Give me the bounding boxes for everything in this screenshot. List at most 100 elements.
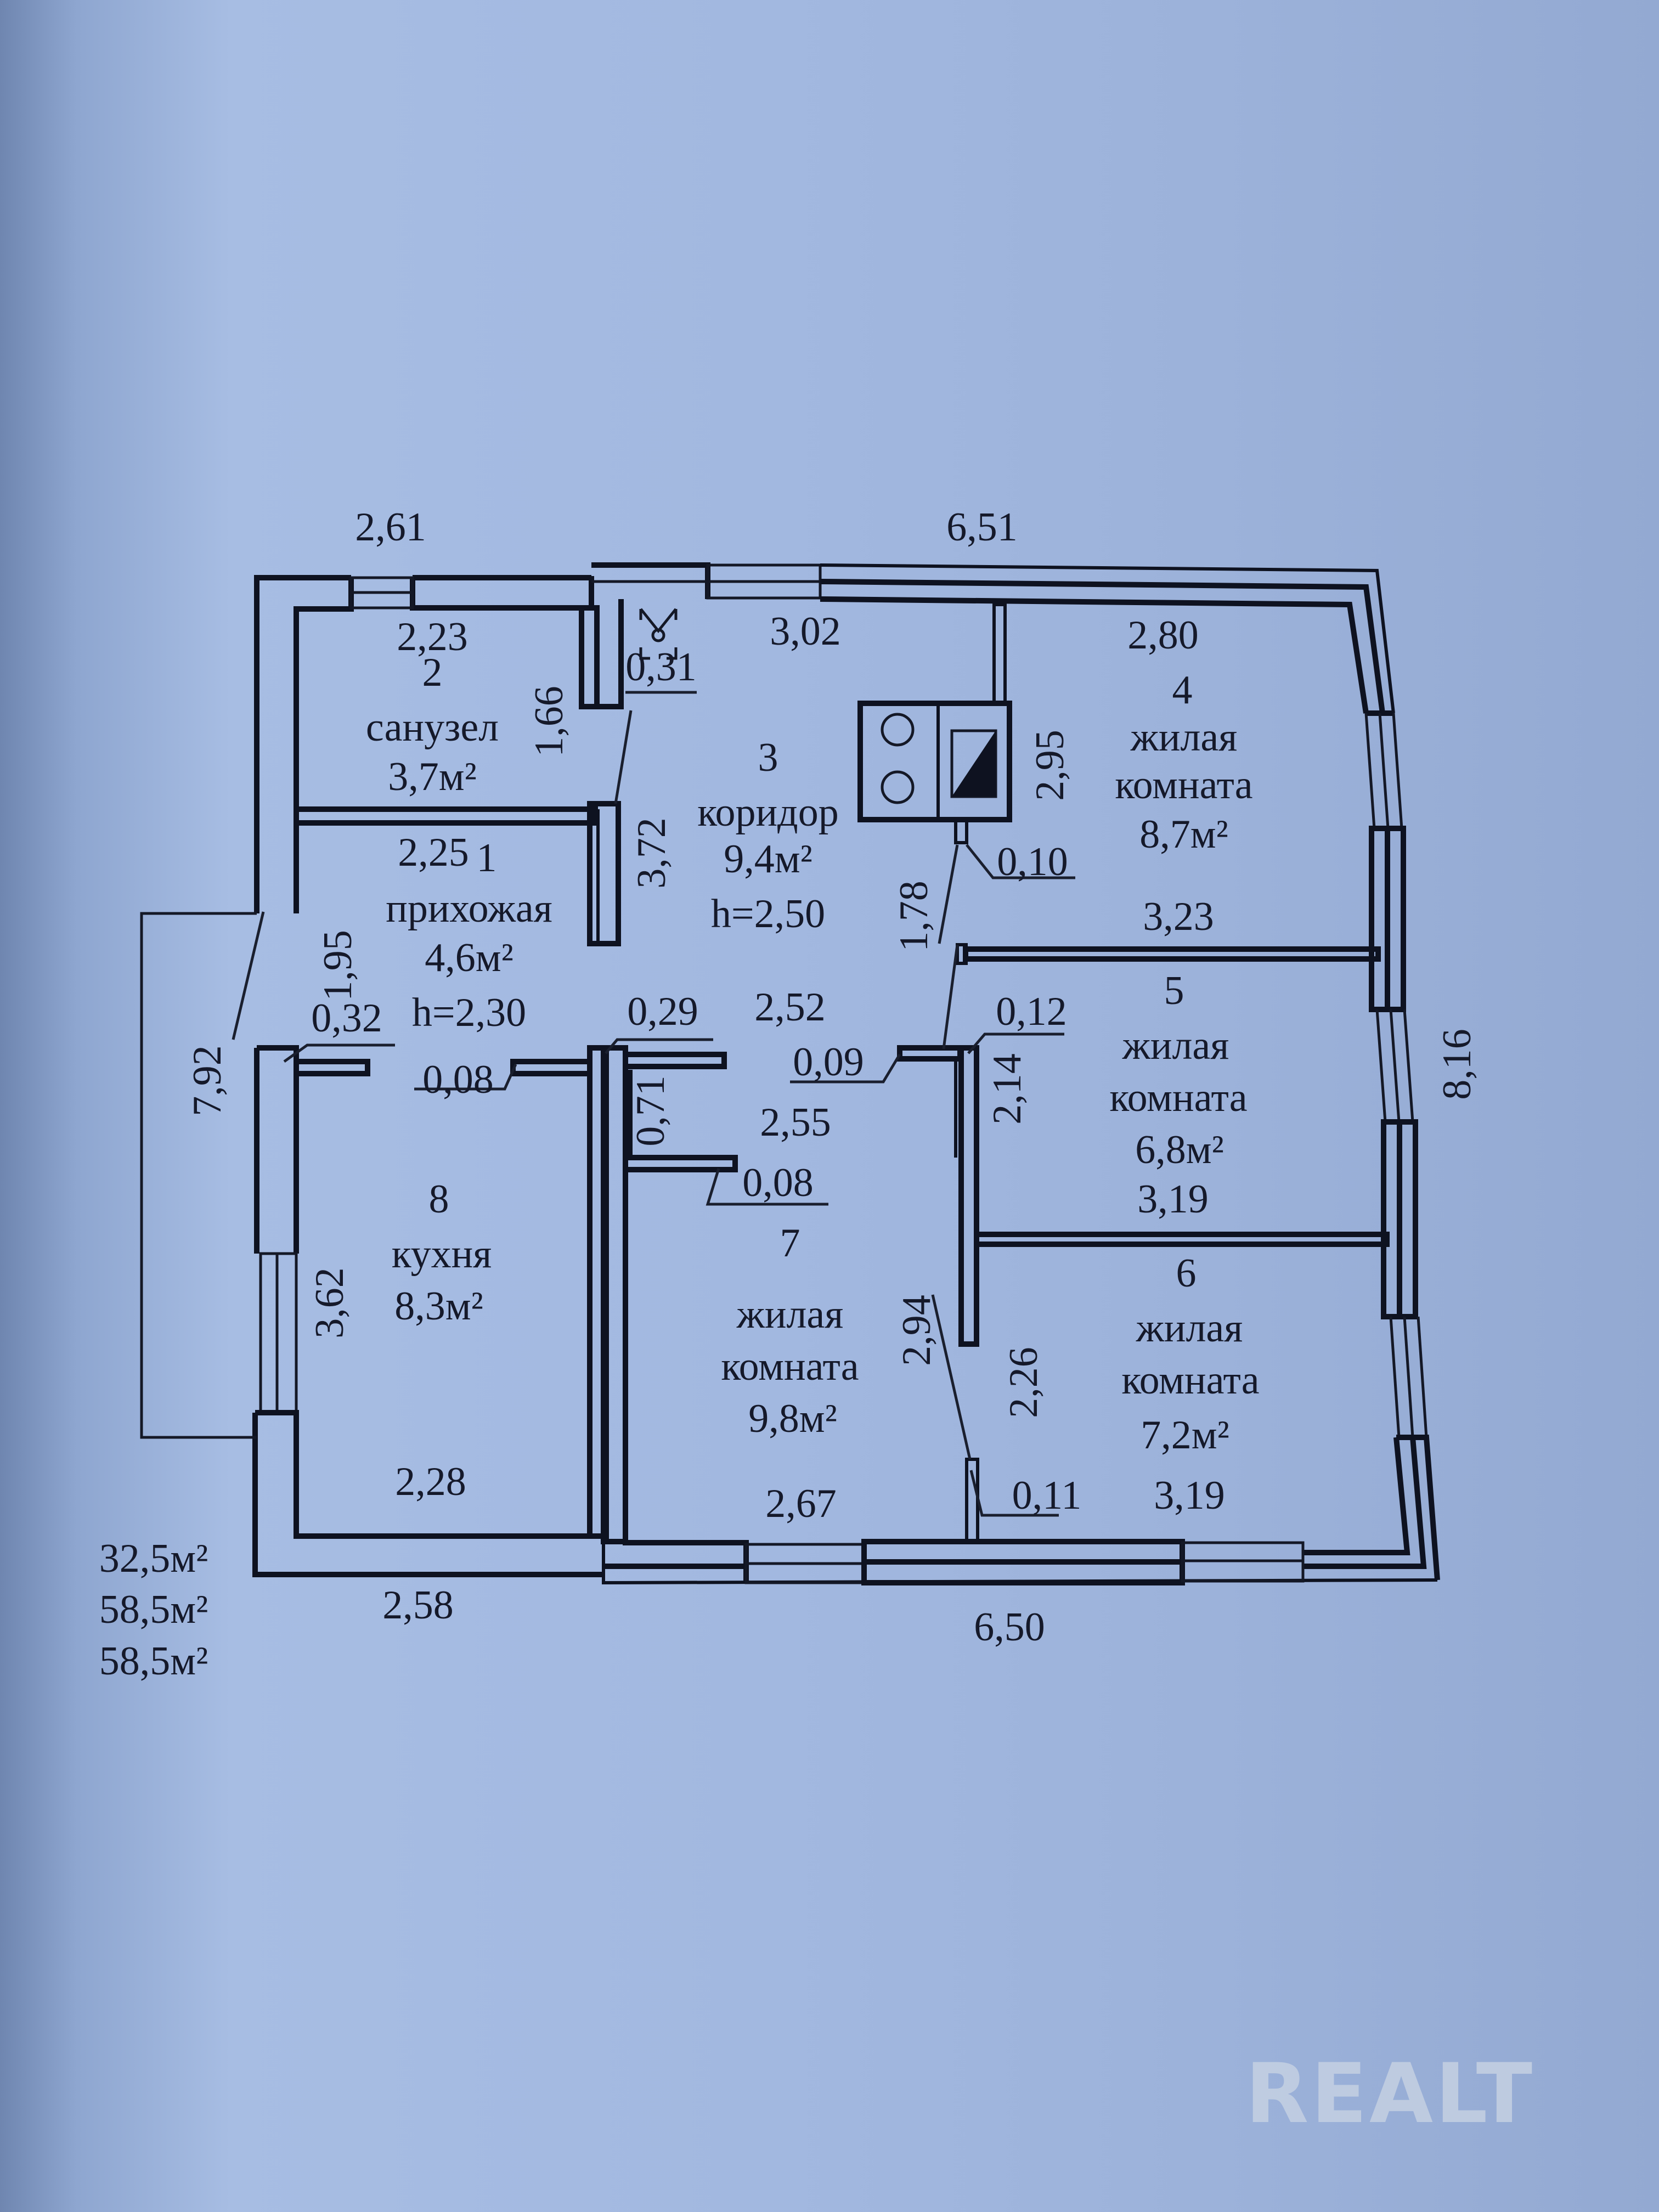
room-5-name-2: комната <box>1109 1075 1247 1120</box>
outer-wall-top-right-inner <box>820 596 1369 714</box>
room-5-area: 6,8м² <box>1135 1127 1224 1172</box>
outer-wall-top-mid <box>410 576 594 611</box>
room-7-top-dim: 2,55 <box>760 1100 831 1145</box>
room-3-height: h=2,50 <box>711 891 825 936</box>
room-1-number: 1 <box>477 836 497 881</box>
dim-left: 7,92 <box>185 1045 230 1116</box>
room-7-name-1: жилая <box>736 1292 844 1337</box>
partition-side-dim: 0,71 <box>628 1075 673 1147</box>
room-4-area: 8,7м² <box>1139 812 1228 857</box>
room-3-corridor: 3,02 3 коридор 9,4м² h=2,50 3,72 1,78 0,… <box>629 609 1068 952</box>
outer-wall-top-left <box>254 575 351 913</box>
room-7-living: 2,52 2,55 7 жилая комната 9,8м² 2,67 2,9… <box>627 985 939 1526</box>
wall-room4-room5 <box>963 946 1381 962</box>
room-2-width: 2,23 <box>397 614 468 659</box>
wall-hall-kitchen-left <box>294 1059 370 1076</box>
room-1-hall: 2,25 1 прихожая 4,6м² h=2,30 1,95 0,32 0… <box>311 830 552 1102</box>
room-5-name-1: жилая <box>1122 1023 1229 1068</box>
room-4-name-2: комната <box>1115 763 1252 808</box>
room5-door-dim: 0,12 <box>996 989 1067 1034</box>
room-5-depth: 2,14 <box>985 1053 1030 1125</box>
dim-top-right: 6,51 <box>946 505 1018 550</box>
stove-len-dim: 1,78 <box>891 881 936 952</box>
burner-icon <box>881 713 915 747</box>
room-7-number: 7 <box>780 1221 800 1266</box>
room-7-corridor-dim: 2,52 <box>754 985 826 1030</box>
room-4-number: 4 <box>1172 668 1193 713</box>
room-7-width: 2,67 <box>765 1481 837 1526</box>
room-5-bottom: 3,19 <box>1137 1177 1209 1222</box>
room-8-area: 8,3м² <box>394 1284 483 1329</box>
hall-door-right-dim: 0,08 <box>422 1057 494 1102</box>
room-4-depth: 2,95 <box>1028 730 1073 801</box>
room-6-name-1: жилая <box>1136 1306 1243 1351</box>
room-1-height: h=2,30 <box>412 990 526 1035</box>
room-3-depth: 3,72 <box>629 817 674 889</box>
wall-bathroom-hall <box>294 806 598 826</box>
room-4-width: 2,80 <box>1127 613 1199 658</box>
room-8-width: 2,28 <box>395 1459 466 1504</box>
wall-corridor-door <box>897 1045 963 1062</box>
room-8-number: 8 <box>429 1177 449 1222</box>
room-6-name-2: комната <box>1121 1358 1259 1403</box>
dim-bottom-right: 6,50 <box>974 1605 1045 1650</box>
room-5-living: 3,23 5 жилая комната 6,8м² 3,19 2,14 0,1… <box>985 894 1248 1222</box>
room-2-bathroom: 2,23 2 санузел 3,7м² 1,66 0,31 <box>366 614 697 799</box>
room-4-name-1: жилая <box>1130 715 1238 760</box>
leader-lines <box>232 691 1075 1517</box>
room-1-area: 4,6м² <box>425 935 514 980</box>
room-3-number: 3 <box>758 735 778 780</box>
drain-icon <box>639 608 678 660</box>
outer-wall-right <box>1303 710 1440 1581</box>
room-7-depth: 2,94 <box>894 1295 939 1366</box>
room-5-number: 5 <box>1164 968 1184 1013</box>
porch-outline <box>140 912 257 1439</box>
room-1-width: 2,25 <box>398 830 469 875</box>
room-2-name: санузел <box>366 705 499 750</box>
room-8-name: кухня <box>392 1232 492 1277</box>
room-6-area: 7,2м² <box>1141 1413 1229 1458</box>
wall-room5-left <box>958 1045 979 1347</box>
outer-walls <box>140 562 1440 1585</box>
room6-post-dim: 0,11 <box>1012 1473 1082 1518</box>
hall-door-left-dim: 0,32 <box>311 996 382 1041</box>
dim-bottom-left: 2,58 <box>382 1583 454 1628</box>
room-3-name: коридор <box>697 790 838 835</box>
room-7-area: 9,8м² <box>748 1396 837 1441</box>
wall-hall-kitchen-right <box>510 1059 592 1076</box>
room-8-depth: 3,62 <box>307 1267 352 1339</box>
dim-right: 8,16 <box>1435 1029 1480 1100</box>
total-area: 58,5м² <box>99 1587 208 1632</box>
wall-room7-left <box>601 1045 628 1544</box>
stove-post-dim: 0,10 <box>997 839 1068 884</box>
stove <box>857 603 1012 844</box>
room-2-number: 2 <box>422 650 443 695</box>
inner-walls <box>294 599 1390 1544</box>
wall-niche <box>597 599 624 709</box>
partition-top-dim: 0,29 <box>627 989 698 1034</box>
wall-room7-top-stub <box>623 1052 727 1069</box>
outer-wall-top-left-inner <box>294 578 354 913</box>
burner-icon <box>881 770 915 804</box>
room-3-width: 3,02 <box>770 609 841 654</box>
wall-room5-room6 <box>974 1232 1390 1247</box>
area-totals: 32,5м² 58,5м² 58,5м² <box>99 1536 208 1684</box>
room-2-area: 3,7м² <box>388 754 477 799</box>
room-6-living: 6 жилая комната 7,2м² 3,19 2,26 0,11 <box>1001 1251 1260 1518</box>
room-3-area: 9,4м² <box>724 837 812 882</box>
partition-bottom-dim: 0,08 <box>742 1160 814 1205</box>
outer-wall-top-right-mid <box>820 579 1385 714</box>
room-7-name-2: комната <box>721 1344 859 1389</box>
niche-dim: 0,31 <box>625 645 697 690</box>
hall-left-dim: 1,95 <box>315 930 360 1001</box>
total-living-area: 32,5м² <box>99 1536 208 1581</box>
wall-hall-right <box>587 801 621 946</box>
realt-watermark-logo: REALT <box>1245 2046 1535 2142</box>
room-4-living: 2,80 4 жилая комната 8,7м² 2,95 <box>1028 613 1253 857</box>
wall-room7-closet <box>623 1155 738 1172</box>
room-5-width: 3,23 <box>1143 894 1214 939</box>
outer-wall-top-right-outer <box>820 563 1395 714</box>
dim-top-left: 2,61 <box>355 505 426 550</box>
wall-bathroom-right <box>579 605 600 709</box>
